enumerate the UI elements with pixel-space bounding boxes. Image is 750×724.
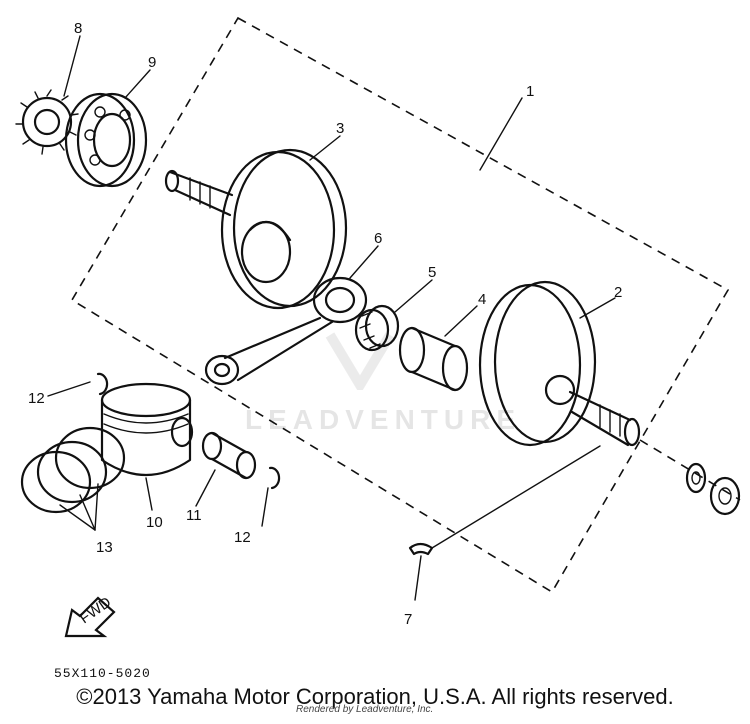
callout-3: 3 [336, 120, 344, 137]
callout-12-right: 12 [234, 529, 251, 546]
callout-6: 6 [374, 230, 382, 247]
callout-11: 11 [186, 507, 202, 524]
callout-1: 1 [526, 83, 534, 100]
needle-bearing [354, 304, 400, 352]
crank-right [478, 280, 641, 447]
callout-4: 4 [478, 291, 486, 308]
callouts: 1 2 3 4 5 6 7 8 9 10 11 12 12 13 [28, 20, 622, 628]
copyright-notice: ©2013 Yamaha Motor Corporation, U.S.A. A… [76, 684, 674, 709]
callout-12-left: 12 [28, 390, 45, 407]
shaft-axis-line [639, 439, 741, 501]
callout-7: 7 [404, 611, 412, 628]
woodruff-key [408, 445, 601, 601]
sprocket-gear [15, 89, 79, 155]
callout-5: 5 [428, 264, 436, 281]
ball-bearing [64, 92, 148, 188]
piston-pin [201, 431, 257, 480]
connecting-rod [204, 276, 368, 386]
piston [100, 382, 194, 476]
crank-pin [398, 326, 469, 392]
part-code: 55X110-5020 [54, 666, 151, 681]
callout-2: 2 [614, 284, 622, 301]
piston-rings [20, 426, 126, 531]
callout-13: 13 [96, 539, 113, 556]
circlip-left [96, 372, 109, 396]
watermark-logo-icon [325, 330, 395, 395]
circlip-right [268, 466, 281, 490]
assembly-boundary [70, 16, 730, 594]
callout-10: 10 [146, 514, 163, 531]
callout-8: 8 [74, 20, 82, 37]
leader-lines [47, 35, 616, 527]
crank-left [164, 148, 348, 310]
callout-9: 9 [148, 54, 156, 71]
forward-arrow: FWD [64, 594, 116, 638]
render-credit: Rendered by Leadventure, Inc. [296, 704, 434, 715]
washer [685, 462, 707, 494]
nut [709, 476, 741, 516]
watermark-text: LEADVENTURE [245, 404, 522, 435]
